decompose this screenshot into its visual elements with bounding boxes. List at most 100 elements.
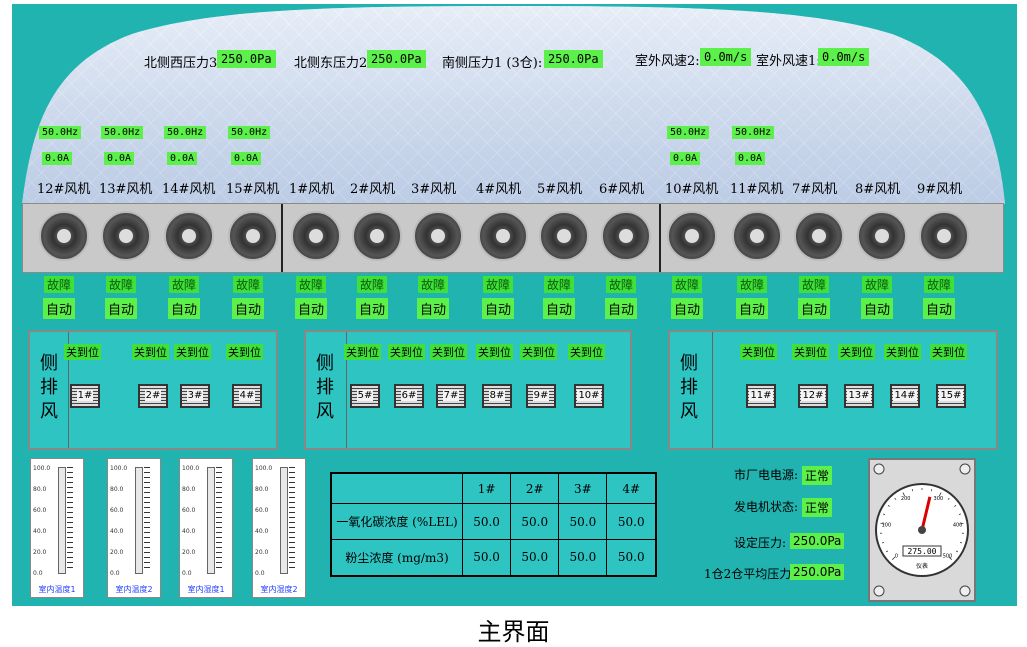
fan-current: 0.0A [735,152,766,165]
exhaust-switch-3#[interactable]: 3# [180,384,210,408]
fan-mode-indicator[interactable]: 自动 [105,298,138,319]
fan-fault-indicator[interactable]: 故障 [106,276,137,293]
fan-mode-indicator[interactable]: 自动 [168,298,201,319]
fan-mode-indicator[interactable]: 自动 [417,298,450,319]
fan-icon[interactable] [101,211,151,261]
thermometer-tick: 0.0 [255,570,265,577]
exhaust-switch-7#[interactable]: 7# [436,384,466,408]
thermometer-tube [58,467,66,574]
panel-divider [68,332,69,448]
fan-fault-indicator[interactable]: 故障 [357,276,388,293]
exhaust-switch-15#[interactable]: 15# [936,384,966,408]
table-col-header: 1# [461,472,512,505]
fan-icon[interactable] [352,211,402,261]
thermometer-tick: 80.0 [255,486,269,493]
exhaust-switch-2#[interactable]: 2# [138,384,168,408]
exhaust-switch-10#[interactable]: 10# [574,384,604,408]
pressure-value: 250.0Pa [544,50,603,68]
fan-fault-indicator[interactable]: 故障 [169,276,200,293]
gauge-tick-label: 200 [901,496,911,502]
thermometer-tick: 100.0 [33,465,51,472]
thermometer-label: 室内湿度2 [260,585,298,594]
exhaust-switch-11#[interactable]: 11# [746,384,776,408]
exhaust-switch-14#[interactable]: 14# [890,384,920,408]
table-cell: 50.0 [510,538,560,577]
fan-fault-indicator[interactable]: 故障 [672,276,703,293]
gauge-tick-label: 400 [953,522,963,528]
gauge-unit: 仪表 [916,562,928,570]
table-row-label: 一氧化碳浓度 (%LEL) [330,503,463,540]
fan-icon[interactable] [667,211,717,261]
gauge-tick [894,497,897,500]
fan-frequency: 50.0Hz [164,126,207,139]
fan-fault-indicator[interactable]: 故障 [233,276,264,293]
fan-fault-indicator[interactable]: 故障 [483,276,514,293]
status-label: 市厂电电源: [734,468,799,482]
fan-fault-indicator[interactable]: 故障 [44,276,75,293]
fan-fault-indicator[interactable]: 故障 [544,276,575,293]
fan-mode-indicator[interactable]: 自动 [861,298,894,319]
fan-icon[interactable] [413,211,463,261]
exhaust-switch-8#[interactable]: 8# [482,384,512,408]
fan-fault-indicator[interactable]: 故障 [418,276,449,293]
thermometer-tick: 0.0 [182,570,192,577]
fan-icon[interactable] [857,211,907,261]
fan-icon[interactable] [539,211,589,261]
exhaust-switch-5#[interactable]: 5# [350,384,380,408]
fan-icon[interactable] [39,211,89,261]
fan-mode-indicator[interactable]: 自动 [605,298,638,319]
exhaust-status: 关到位 [884,344,921,360]
fan-mode-indicator[interactable]: 自动 [232,298,265,319]
fan-mode-indicator[interactable]: 自动 [295,298,328,319]
fan-icon[interactable] [478,211,528,261]
fan-fault-indicator[interactable]: 故障 [737,276,768,293]
fan-fault-indicator[interactable]: 故障 [862,276,893,293]
exhaust-switch-label: 4# [238,390,256,401]
exhaust-switch-1#[interactable]: 1# [70,384,100,408]
fan-mode-indicator[interactable]: 自动 [43,298,76,319]
fan-icon[interactable] [794,211,844,261]
status-value: 正常 [802,466,833,485]
gauge-tick [959,523,964,525]
fan-mode-indicator[interactable]: 自动 [923,298,956,319]
exhaust-switch-label: 13# [847,390,871,401]
exhaust-status: 关到位 [476,344,513,360]
thermometer-tick: 40.0 [182,528,196,535]
fan-frequency: 50.0Hz [732,126,775,139]
thermometer-tick: 100.0 [255,465,273,472]
fan-fault-indicator[interactable]: 故障 [606,276,637,293]
fan-icon[interactable] [228,211,278,261]
fan-icon[interactable] [601,211,651,261]
fan-mode-indicator[interactable]: 自动 [543,298,576,319]
fan-icon[interactable] [291,211,341,261]
status-label: 1仓2仓平均压力: [704,567,796,581]
fan-fault-indicator[interactable]: 故障 [799,276,830,293]
fan-icon[interactable] [732,211,782,261]
exhaust-switch-6#[interactable]: 6# [394,384,424,408]
fan-mode-indicator[interactable]: 自动 [736,298,769,319]
fan-mode-indicator[interactable]: 自动 [798,298,831,319]
fan-fault-indicator[interactable]: 故障 [296,276,327,293]
status-value: 250.0Pa [790,533,845,549]
fan-fault-indicator[interactable]: 故障 [924,276,955,293]
exhaust-status: 关到位 [174,344,211,360]
exhaust-switch-4#[interactable]: 4# [232,384,262,408]
fan-frequency: 50.0Hz [228,126,271,139]
fan-frequency: 50.0Hz [101,126,144,139]
status-label: 设定压力: [734,536,787,550]
fan-icon[interactable] [164,211,214,261]
fan-mode-indicator[interactable]: 自动 [482,298,515,319]
exhaust-switch-label: 11# [749,390,773,401]
gauge-needle [920,496,932,531]
fan-icon[interactable] [919,211,969,261]
pressure-label: 北侧西压力3: [144,56,222,71]
exhaust-switch-13#[interactable]: 13# [844,384,874,408]
exhaust-switch-12#[interactable]: 12# [798,384,828,408]
exhaust-switch-9#[interactable]: 9# [526,384,556,408]
fan-mode-indicator[interactable]: 自动 [671,298,704,319]
fan-mode-indicator[interactable]: 自动 [356,298,389,319]
thermometer-tick: 40.0 [255,528,269,535]
